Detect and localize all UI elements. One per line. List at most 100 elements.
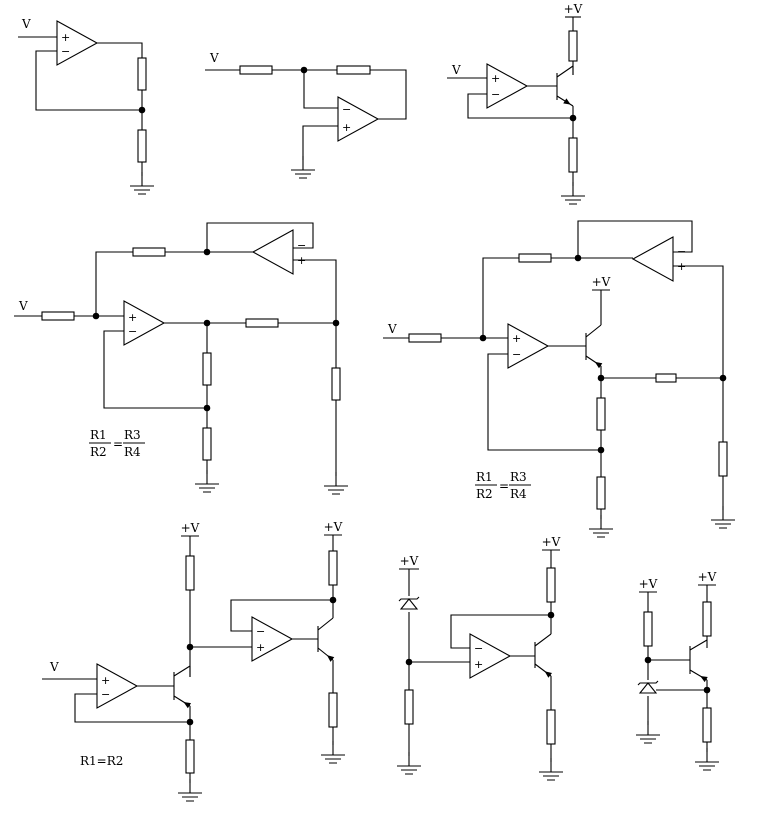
resistor-rs — [546, 567, 556, 603]
supply-label: +V — [698, 570, 717, 584]
transistor-collector — [317, 617, 334, 631]
transistor-emitter-arrow — [594, 361, 603, 369]
resistor-r2 — [518, 253, 552, 263]
wire — [95, 251, 133, 316]
supply-label: +V — [542, 535, 561, 549]
ground-symbol — [195, 483, 219, 493]
op-amp-input-sign: − — [101, 688, 110, 701]
wire — [482, 257, 519, 338]
wire — [35, 50, 142, 111]
transistor-collector — [585, 324, 602, 338]
zener-diode-bar — [398, 596, 420, 602]
resistor-rl — [702, 601, 712, 637]
wire — [303, 70, 338, 109]
resistor-rs — [328, 550, 338, 586]
op-amp — [96, 663, 139, 709]
resistor-r1 — [643, 611, 653, 647]
resistor-rl — [718, 441, 728, 477]
resistor-rl — [328, 692, 338, 728]
op-amp-input-sign: + — [256, 641, 265, 654]
op-amp-input-sign: − — [256, 625, 265, 638]
op-amp-input-sign: − — [128, 325, 137, 338]
ground-symbol — [539, 771, 563, 781]
transistor-emitter-arrow — [563, 98, 571, 105]
resistor-rs — [655, 373, 677, 383]
op-amp-input-sign: − — [342, 103, 351, 116]
wire — [450, 614, 551, 649]
ground-symbol — [291, 169, 315, 179]
supply-label: +V — [324, 520, 343, 534]
transistor-emitter-arrow — [700, 675, 708, 683]
ground-symbol — [321, 754, 345, 764]
transistor-emitter-arrow — [183, 701, 192, 709]
zener-diode-bar — [637, 680, 659, 686]
circuit-1-follower: V+− — [18, 17, 154, 195]
wire — [206, 222, 314, 252]
transistor-collector — [173, 665, 191, 677]
input-label: V — [21, 17, 31, 31]
circuit-3-transistor-buffer: +VV+− — [447, 2, 585, 205]
circuit-7-zener-reference-source: +V+V−+ — [397, 535, 563, 781]
op-amp — [486, 63, 529, 109]
supply-label: +V — [181, 521, 200, 535]
zener-diode-icon — [638, 682, 658, 694]
wire — [74, 693, 190, 723]
op-amp-input-sign: + — [101, 674, 110, 687]
supply-label: +V — [592, 275, 611, 289]
equation-text: R2 — [90, 445, 107, 459]
equation-r1-eq-r2: R1=R2 — [80, 754, 123, 768]
transistor-collector — [534, 633, 552, 647]
equation-text: R2 — [476, 487, 493, 501]
resistor-rs — [702, 707, 712, 743]
zener-diode-icon — [399, 598, 419, 610]
junction-dot — [138, 106, 146, 114]
resistor-rl — [546, 709, 556, 745]
input-label: V — [387, 322, 397, 336]
ground-symbol — [589, 528, 613, 538]
ground-symbol — [397, 765, 421, 775]
ground-symbol — [711, 519, 735, 529]
equation-text: = — [499, 479, 509, 493]
equation-text: R4 — [510, 487, 527, 501]
resistor-r1 — [185, 555, 195, 591]
op-amp-input-sign: + — [128, 311, 137, 324]
op-amp-input-sign: − — [491, 88, 500, 101]
wire — [293, 259, 337, 323]
supply-label: +V — [639, 577, 658, 591]
resistor-r4 — [596, 397, 606, 431]
equation-text: R1 — [476, 470, 493, 484]
input-label: V — [209, 51, 219, 65]
wire — [467, 93, 573, 119]
ground-symbol — [561, 195, 585, 205]
ground-symbol — [695, 761, 719, 771]
transistor-collector — [689, 639, 708, 651]
wire — [577, 220, 693, 258]
resistor-r4 — [202, 352, 212, 386]
resistor-r3 — [596, 476, 606, 510]
wire — [302, 125, 338, 160]
resistor-rs — [137, 129, 147, 163]
op-amp-input-sign: + — [342, 121, 351, 134]
ground-symbol — [178, 792, 202, 802]
wire — [673, 265, 724, 378]
op-amp — [337, 96, 380, 142]
op-amp — [56, 20, 99, 66]
op-amp-input-sign: − — [474, 642, 483, 655]
op-amp-input-sign: − — [297, 239, 306, 252]
input-label: V — [451, 63, 461, 77]
resistor-r2 — [185, 739, 195, 774]
transistor-emitter-arrow — [544, 671, 552, 678]
circuit-2-inverting: V − + — [205, 51, 407, 179]
transistor-collector — [556, 65, 574, 78]
input-label: V — [49, 660, 59, 674]
equation-text: R3 — [510, 470, 527, 484]
op-amp-input-sign: + — [61, 31, 70, 44]
resistor-rl — [137, 57, 147, 91]
op-amp — [469, 633, 512, 679]
resistor-r1 — [408, 333, 442, 343]
supply-label: +V — [564, 2, 583, 16]
input-label: V — [18, 299, 28, 313]
equation-text: = — [113, 437, 123, 451]
